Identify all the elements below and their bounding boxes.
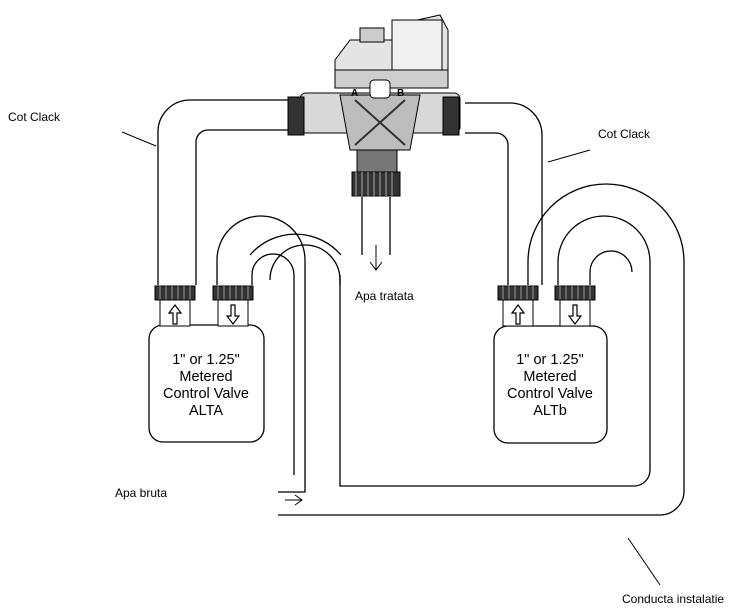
leader-line-left <box>121 131 157 147</box>
connector-nut-icon <box>212 285 254 327</box>
label-apa-tratata: Apa tratata <box>355 289 414 303</box>
tank-altb-line3: Control Valve <box>507 386 593 402</box>
label-cot-clack-right: Cot Clack <box>598 127 651 141</box>
tank-alta: 1" or 1.25" Metered Control Valve ALTA <box>148 324 265 443</box>
arrow-up-icon <box>167 304 183 325</box>
tank-alta-line1: 1" or 1.25" <box>172 352 240 368</box>
tank-altb-line1: 1" or 1.25" <box>516 352 584 368</box>
label-apa-bruta: Apa bruta <box>115 486 167 500</box>
left-return-pipe <box>216 215 306 493</box>
leader-line-right <box>547 149 591 163</box>
tank-alta-line4: ALTA <box>189 403 223 419</box>
label-cot-clack-left: Cot Clack <box>8 110 61 124</box>
tank-altb: 1" or 1.25" Metered Control Valve ALTb <box>493 325 608 444</box>
arrow-down-icon <box>225 304 241 325</box>
left-supply-pipe <box>157 99 290 285</box>
leader-line-bottom <box>627 537 661 586</box>
down-arrow-icon <box>369 245 383 271</box>
arrow-up-icon <box>510 304 526 325</box>
right-supply-pipe <box>465 102 543 285</box>
port-a-label: A <box>351 88 358 99</box>
arrow-down-icon <box>567 304 583 325</box>
tank-alta-line2: Metered <box>179 369 232 385</box>
right-arrow-icon <box>285 494 303 506</box>
tank-alta-line3: Control Valve <box>163 386 249 402</box>
tank-altb-line2: Metered <box>523 369 576 385</box>
bypass-valve <box>287 14 461 197</box>
tank-altb-line4: ALTb <box>533 403 567 419</box>
main-conduct-pipe <box>278 183 685 516</box>
right-return-pipe <box>269 215 651 487</box>
label-conducta-instalatie: Conducta instalatie <box>622 592 724 606</box>
port-b-label: B <box>397 88 404 99</box>
